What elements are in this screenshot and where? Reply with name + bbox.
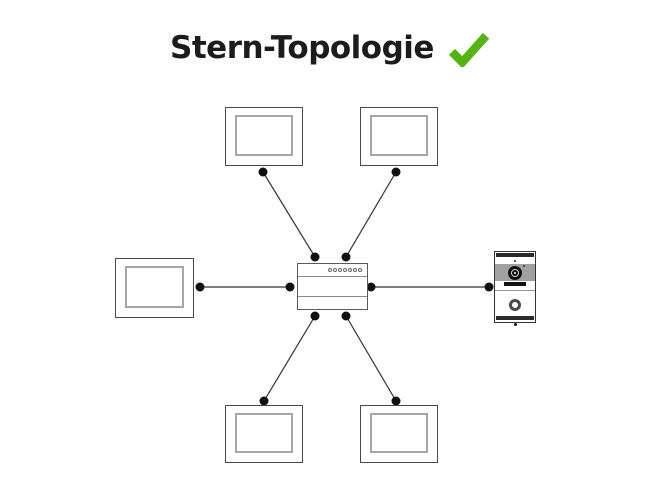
speaker-grille-icon	[504, 282, 526, 286]
node-dot	[391, 167, 401, 177]
doorbell-button-icon	[509, 299, 521, 311]
mic-hole-icon	[514, 260, 516, 262]
hub-center	[297, 263, 368, 310]
node-dot	[484, 282, 494, 292]
led-row-icon	[298, 264, 367, 277]
page-title-row: Stern-Topologie	[0, 26, 660, 70]
node-dot	[310, 311, 320, 321]
edge-monitor-top-right	[345, 171, 397, 258]
node-dot	[310, 252, 320, 262]
node-dot	[195, 282, 205, 292]
node-dot	[341, 311, 351, 321]
led-icon	[338, 268, 342, 272]
monitor-screen	[370, 115, 428, 156]
led-icon	[343, 268, 347, 272]
led-icon	[333, 268, 337, 272]
monitor-screen	[235, 413, 293, 453]
node-dot	[341, 252, 351, 262]
monitor-screen	[370, 413, 428, 453]
monitor-bottom-left	[225, 405, 303, 463]
hub-bottom-strip	[298, 296, 367, 309]
page-title: Stern-Topologie	[170, 30, 434, 66]
edge-monitor-top-left	[262, 171, 316, 258]
check-icon	[448, 32, 490, 67]
led-icon	[353, 268, 357, 272]
monitor-top-right	[360, 107, 438, 166]
node-dot	[285, 282, 295, 292]
monitor-top-left	[225, 107, 303, 166]
sensor-dot-icon	[523, 265, 525, 267]
camera-center	[514, 272, 516, 274]
camera-lens-icon	[508, 266, 522, 280]
door-top-bar	[496, 253, 534, 257]
monitor-screen	[125, 266, 184, 308]
monitor-left	[115, 258, 194, 318]
edge-monitor-bottom-right	[345, 315, 397, 402]
screw-dot-icon	[513, 323, 517, 326]
led-icon	[348, 268, 352, 272]
node-dot	[258, 167, 268, 177]
door-station-right	[494, 251, 536, 326]
monitor-screen	[235, 115, 293, 156]
camera-ring	[511, 269, 519, 277]
door-divider	[495, 290, 535, 291]
led-icon	[328, 268, 332, 272]
monitor-bottom-right	[360, 405, 438, 463]
door-bottom-bar	[496, 316, 534, 320]
led-icon	[358, 268, 362, 272]
edge-monitor-bottom-left	[263, 315, 316, 402]
